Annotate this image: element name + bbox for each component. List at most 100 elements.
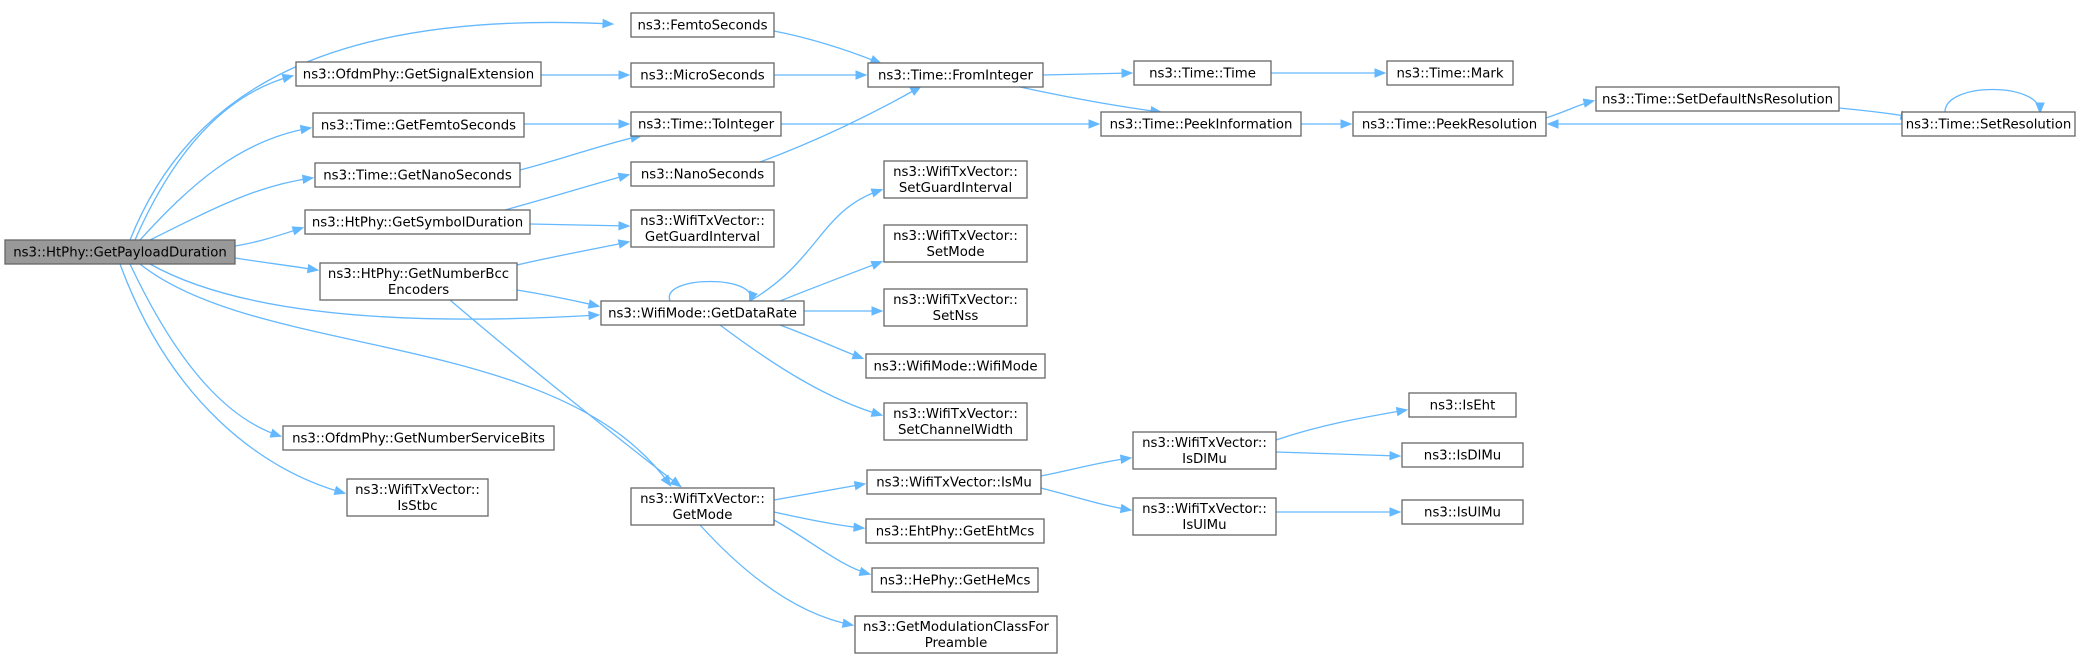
graph-node[interactable]: ns3::HtPhy::GetPayloadDuration — [4, 239, 236, 265]
graph-node[interactable]: ns3::WifiTxVector::SetGuardInterval — [883, 160, 1028, 199]
node-box — [630, 209, 775, 248]
graph-node[interactable]: ns3::Time::SetResolution — [1901, 111, 2076, 137]
node-box — [883, 160, 1028, 199]
call-edge-n14-n27 — [773, 480, 867, 501]
graph-node[interactable]: ns3::Time::Mark — [1386, 60, 1514, 86]
graph-node[interactable]: ns3::HePhy::GetHeMcs — [871, 567, 1039, 593]
graph-node[interactable]: ns3::Time::GetFemtoSeconds — [312, 112, 525, 138]
node-label: ns3::WifiTxVector:: — [1142, 436, 1267, 451]
graph-node[interactable]: ns3::Time::GetNanoSeconds — [314, 162, 521, 188]
graph-node[interactable]: ns3::WifiTxVector::GetGuardInterval — [630, 209, 775, 248]
graph-node[interactable]: ns3::WifiMode::WifiMode — [865, 353, 1046, 379]
node-label: ns3::WifiTxVector:: — [893, 293, 1018, 308]
node-box — [1901, 111, 2076, 137]
node-label: ns3::Time::SetDefaultNsResolution — [1602, 93, 1833, 108]
node-label: ns3::Time::GetFemtoSeconds — [321, 119, 516, 134]
node-box — [630, 62, 775, 88]
arrowhead-icon — [870, 188, 884, 198]
edge-line — [129, 21, 613, 241]
call-edge-n0-n7 — [129, 263, 283, 438]
node-label: ns3::MicroSeconds — [640, 69, 764, 84]
call-edge-n13-n13 — [668, 280, 758, 304]
graph-node[interactable]: ns3::WifiTxVector::SetNss — [883, 288, 1028, 327]
arrowhead-icon — [1582, 98, 1596, 108]
arrowhead-icon — [617, 239, 631, 249]
graph-node[interactable]: ns3::WifiTxVector::IsDlMu — [1132, 431, 1277, 470]
node-label: IsUlMu — [1182, 518, 1226, 533]
graph-node[interactable]: ns3::OfdmPhy::GetSignalExtension — [295, 61, 542, 87]
node-box — [600, 300, 805, 326]
node-label: ns3::HtPhy::GetNumberBcc — [328, 267, 509, 282]
edge-line — [529, 223, 629, 227]
node-box — [319, 262, 518, 301]
edge-line — [449, 299, 681, 487]
call-edge-n13-n24 — [804, 306, 884, 316]
call-edge-n5-n11 — [504, 172, 631, 211]
node-box — [865, 518, 1045, 544]
graph-node[interactable]: ns3::NanoSeconds — [630, 161, 775, 187]
graph-node[interactable]: ns3::FemtoSeconds — [630, 12, 775, 38]
node-box — [314, 162, 521, 188]
graph-node[interactable]: ns3::WifiTxVector::IsMu — [866, 469, 1042, 495]
node-box — [295, 61, 542, 87]
arrowhead-icon — [1374, 68, 1387, 78]
node-box — [630, 487, 775, 526]
arrowhead-icon — [291, 226, 305, 236]
graph-node[interactable]: ns3::OfdmPhy::GetNumberServiceBits — [282, 425, 555, 451]
graph-node[interactable]: ns3::Time::FromInteger — [867, 62, 1044, 88]
node-label: IsStbc — [397, 499, 437, 514]
node-label: ns3::Time::Mark — [1396, 67, 1503, 82]
node-box — [867, 62, 1044, 88]
node-label: ns3::WifiTxVector:: — [1142, 502, 1267, 517]
graph-node[interactable]: ns3::WifiTxVector::SetMode — [883, 224, 1028, 263]
graph-node[interactable]: ns3::HtPhy::GetSymbolDuration — [304, 209, 531, 235]
edge-line — [779, 324, 863, 359]
node-box — [304, 209, 531, 235]
arrowhead-icon — [587, 299, 601, 309]
graph-node[interactable]: ns3::WifiMode::GetDataRate — [600, 300, 805, 326]
arrowhead-icon — [306, 263, 320, 274]
edge-line — [504, 174, 629, 211]
graph-node[interactable]: ns3::Time::Time — [1133, 60, 1272, 86]
call-edge-n4-n10 — [519, 133, 643, 171]
graph-node[interactable]: ns3::WifiTxVector::IsUlMu — [1132, 497, 1277, 536]
node-label: ns3::IsDlMu — [1424, 449, 1501, 464]
graph-node[interactable]: ns3::WifiTxVector::SetChannelWidth — [883, 402, 1028, 441]
node-label: ns3::IsEht — [1430, 399, 1496, 414]
call-edge-n21-n19 — [1546, 119, 1902, 129]
edge-line — [516, 241, 629, 266]
graph-node[interactable]: ns3::EhtPhy::GetEhtMcs — [865, 518, 1045, 544]
graph-node[interactable]: ns3::Time::PeekResolution — [1352, 111, 1547, 137]
call-edge-n0-n5 — [234, 226, 305, 247]
graph-node[interactable]: ns3::MicroSeconds — [630, 62, 775, 88]
call-edge-n31-n33 — [1275, 406, 1409, 441]
call-edge-n32-n35 — [1276, 507, 1402, 517]
arrowhead-icon — [618, 70, 631, 80]
graph-node[interactable]: ns3::WifiTxVector::GetMode — [630, 487, 775, 526]
arrowhead-icon — [618, 221, 631, 231]
node-label: ns3::GetModulationClassFor — [863, 620, 1050, 635]
arrowhead-icon — [855, 70, 868, 80]
graph-node[interactable]: ns3::Time::SetDefaultNsResolution — [1595, 86, 1840, 112]
arrowhead-icon — [1119, 454, 1133, 464]
graph-node[interactable]: ns3::WifiTxVector::IsStbc — [346, 478, 489, 517]
edge-line — [1040, 457, 1131, 477]
graph-node[interactable]: ns3::Time::PeekInformation — [1100, 111, 1302, 137]
edge-line — [773, 30, 881, 64]
call-edges — [119, 18, 2045, 628]
graph-node[interactable]: ns3::IsEht — [1408, 392, 1517, 418]
arrowhead-icon — [869, 55, 883, 64]
graph-node[interactable]: ns3::IsDlMu — [1401, 442, 1524, 468]
edge-line — [1838, 107, 1911, 118]
node-box — [883, 224, 1028, 263]
graph-node[interactable]: ns3::IsUlMu — [1401, 499, 1524, 525]
node-box — [1352, 111, 1547, 137]
edge-line — [1042, 72, 1132, 76]
graph-node[interactable]: ns3::Time::ToInteger — [630, 111, 782, 137]
node-box — [4, 239, 236, 265]
edge-line — [699, 524, 853, 626]
node-label: ns3::WifiTxVector:: — [893, 229, 1018, 244]
node-box — [871, 567, 1039, 593]
